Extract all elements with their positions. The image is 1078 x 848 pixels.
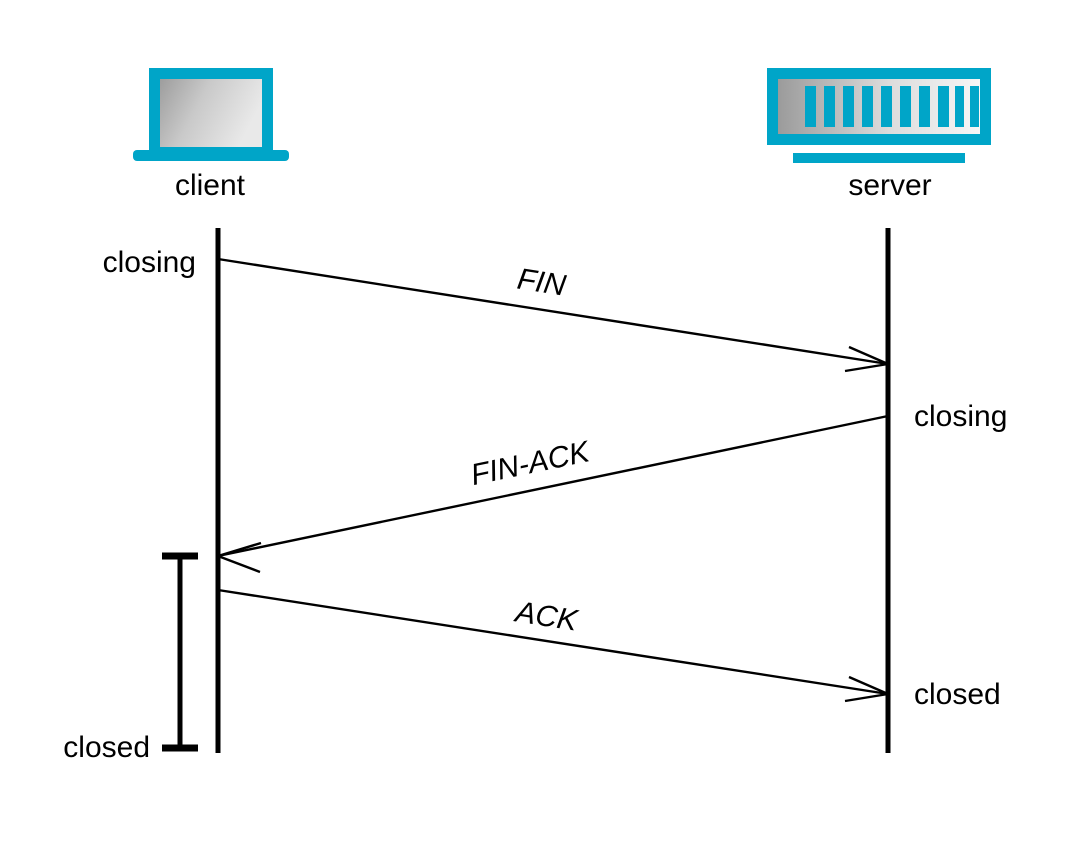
state-label-client-closing: closing [103,246,196,279]
message-fin-ack-line [217,414,889,558]
state-label-server-closing: closing [914,400,1007,433]
laptop-icon-screen [160,79,262,147]
state-label-client-closed: closed [63,731,150,764]
laptop-icon-base [133,150,289,161]
message-ack-arrowhead [844,675,889,703]
message-ack-line [217,588,889,696]
message-fin-ack-arrowhead [217,541,262,574]
message-fin-line [217,257,889,366]
message-fin-label: FIN [515,263,568,303]
client-time-wait-bar [162,552,198,752]
message-fin-arrowhead [844,345,889,373]
state-label-server-closed: closed [914,678,1001,711]
server-icon-slot-bars [805,86,979,127]
server-icon-base [793,153,965,163]
client-participant-label: client [175,169,246,202]
laptop-icon [133,68,289,161]
server-participant-label: server [848,169,931,202]
server-icon [767,68,991,163]
message-fin: FIN [217,257,889,373]
